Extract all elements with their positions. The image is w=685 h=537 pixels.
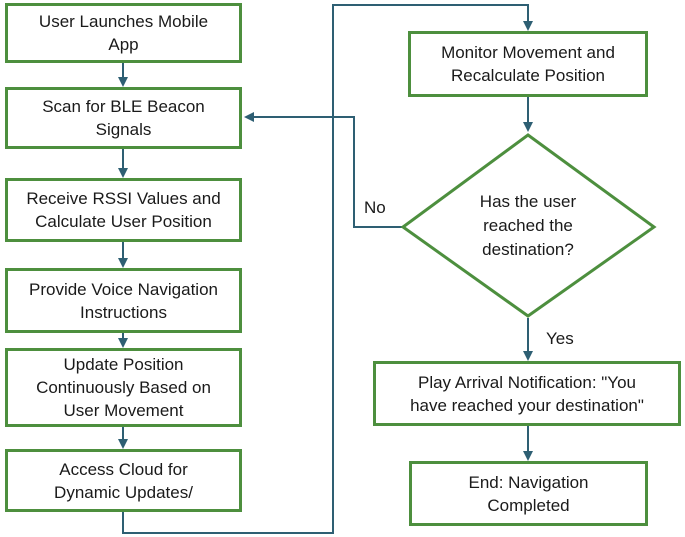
step-access-cloud: Access Cloud for Dynamic Updates/ <box>5 449 242 512</box>
decision-text: Has the user reached the destination? <box>479 192 577 259</box>
step-monitor-movement: Monitor Movement and Recalculate Positio… <box>408 31 648 97</box>
step-launch-app: User Launches Mobile App <box>5 3 242 63</box>
label-no: No <box>364 198 386 217</box>
decision-diamond <box>400 133 657 318</box>
step-access-cloud-text: Access Cloud for Dynamic Updates/ <box>54 459 193 502</box>
step-end-navigation-text: End: Navigation Completed <box>468 472 589 515</box>
arrow-decision-no-to-scan <box>244 112 403 228</box>
step-receive-rssi-text: Receive RSSI Values and Calculate User P… <box>26 189 221 231</box>
step-end-navigation: End: Navigation Completed <box>409 461 648 526</box>
step-launch-app-text: User Launches Mobile App <box>38 12 209 54</box>
step-update-position: Update Position Continuously Based on Us… <box>5 348 242 427</box>
step-receive-rssi: Receive RSSI Values and Calculate User P… <box>5 178 242 242</box>
label-yes: Yes <box>546 329 574 348</box>
step-monitor-movement-text: Monitor Movement and Recalculate Positio… <box>441 43 615 85</box>
step-voice-navigation-text: Provide Voice Navigation Instructions <box>28 279 218 322</box>
step-scan-beacons-text: Scan for BLE Beacon Signals <box>42 97 205 139</box>
step-arrival-notification: Play Arrival Notification: "You have rea… <box>373 361 681 426</box>
step-update-position-text: Update Position Continuously Based on Us… <box>36 355 211 420</box>
arrow-cloud-to-monitor <box>122 4 533 534</box>
step-arrival-notification-text: Play Arrival Notification: "You have rea… <box>410 372 644 415</box>
step-voice-navigation: Provide Voice Navigation Instructions <box>5 268 242 333</box>
step-scan-beacons: Scan for BLE Beacon Signals <box>5 87 242 149</box>
